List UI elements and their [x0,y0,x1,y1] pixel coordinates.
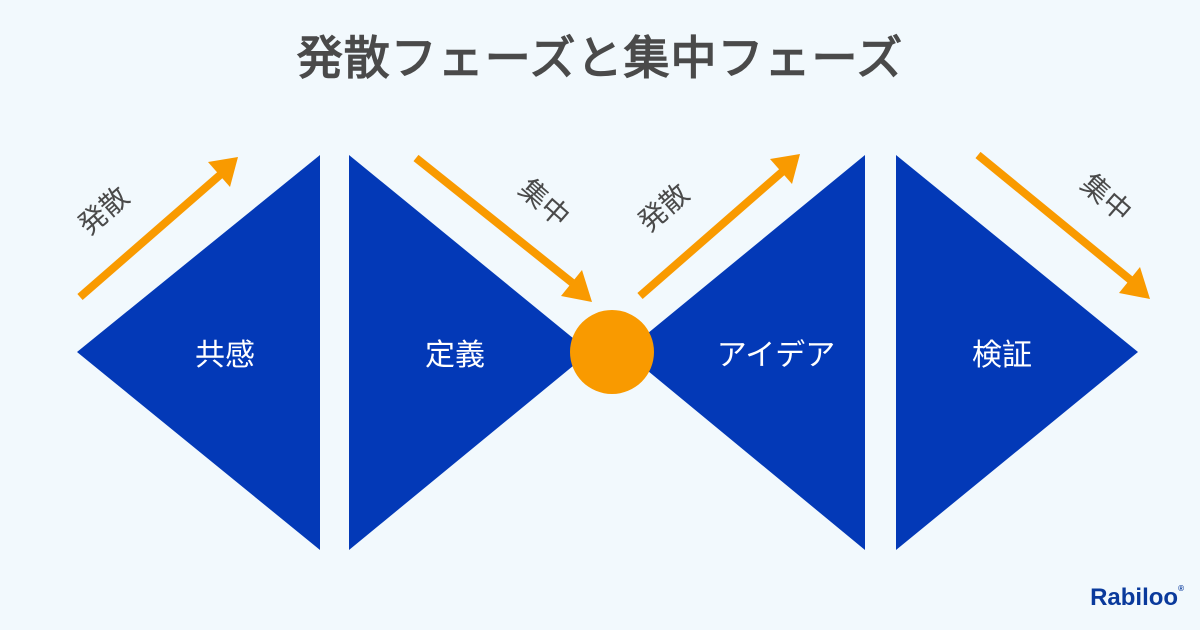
arrow-converge-1 [413,154,592,302]
triangle-test [896,155,1138,550]
arrow-diverge-1 [77,157,238,301]
diagram-title: 発散フェーズと集中フェーズ [296,31,904,85]
center-circle [570,310,654,394]
phase-label-test: 検証 [972,338,1032,373]
brand-name: Rabiloo [1090,584,1179,611]
arrow-label-diverge-2: 発散 [632,177,696,239]
triangle-ideate [625,155,865,550]
phase-label-define: 定義 [425,338,485,373]
arrow-label-converge-2: 集中 [1074,167,1138,229]
arrow-label-diverge-1: 発散 [72,180,136,242]
triangle-empathize [77,155,320,550]
arrow-diverge-2 [637,154,800,300]
registered-mark: ® [1178,584,1184,593]
triangle-define [349,155,590,550]
arrow-converge-2 [975,151,1150,299]
arrow-label-converge-1: 集中 [512,172,576,234]
phase-label-empathize: 共感 [195,338,255,373]
brand-logo: Rabiloo® [1090,584,1184,612]
phase-label-ideate: アイデア [717,338,836,373]
